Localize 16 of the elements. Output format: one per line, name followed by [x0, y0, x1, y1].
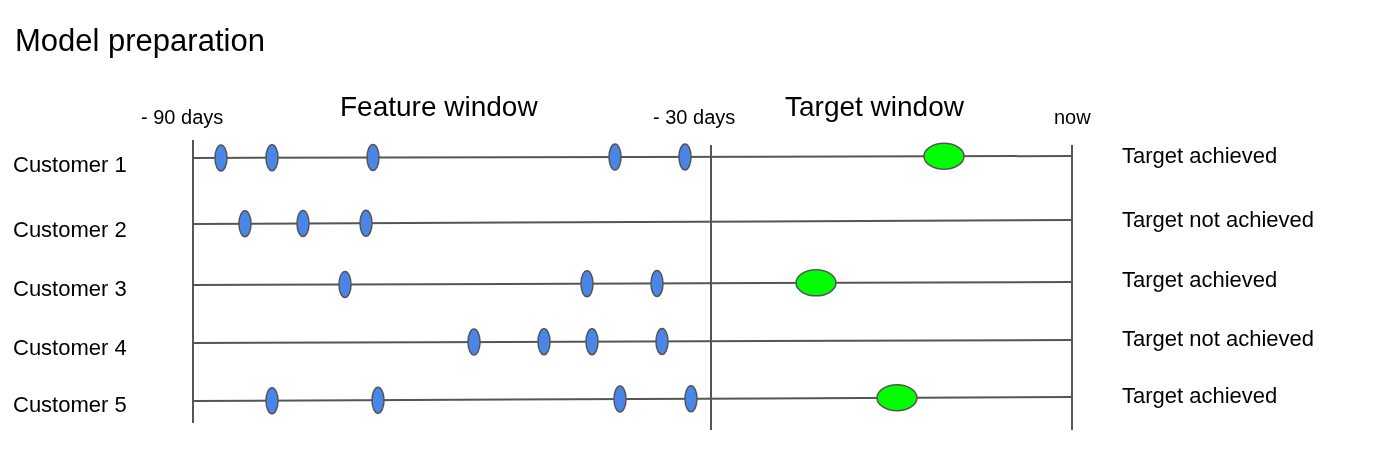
row-label: Customer 4 — [13, 334, 127, 362]
outcome-label: Target achieved — [1122, 266, 1278, 294]
outcome-label: Target achieved — [1122, 142, 1278, 170]
outcome-label: Target not achieved — [1122, 206, 1315, 234]
diagram-title: Model preparation — [15, 22, 265, 60]
window-heading: Feature window — [340, 89, 538, 124]
row-label: Customer 3 — [13, 275, 127, 303]
row-label: Customer 1 — [13, 151, 127, 179]
axis-label: - 30 days — [653, 104, 736, 130]
axis-label: - 90 days — [141, 104, 224, 130]
axis-label: now — [1054, 104, 1091, 130]
outcome-label: Target achieved — [1122, 382, 1278, 410]
row-label: Customer 5 — [13, 391, 127, 419]
outcome-label: Target not achieved — [1122, 325, 1315, 353]
row-label: Customer 2 — [13, 216, 127, 244]
window-heading: Target window — [785, 89, 964, 124]
